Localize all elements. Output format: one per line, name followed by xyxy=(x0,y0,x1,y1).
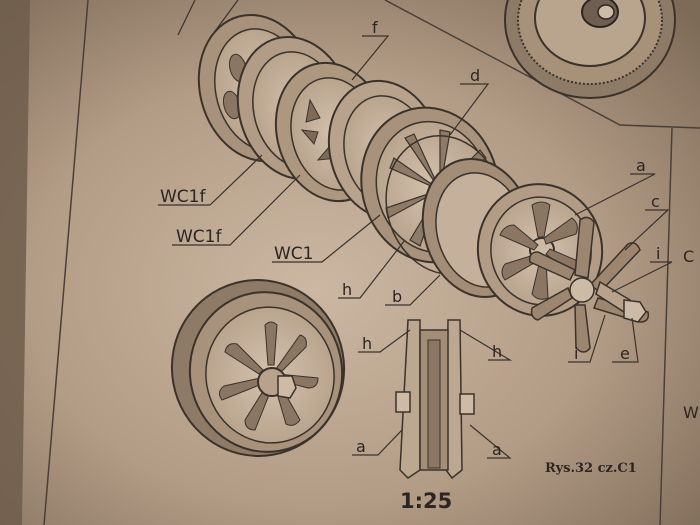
label-e: e xyxy=(620,344,630,363)
axle-e xyxy=(595,280,647,323)
label-a-top: a xyxy=(636,156,646,175)
label-a-section-right: a xyxy=(492,440,502,459)
label-h-section-left: h xyxy=(362,334,372,353)
label-w-edge: W xyxy=(683,403,699,422)
label-wc1f-2: WC1f xyxy=(176,227,222,247)
tire-illustration xyxy=(504,0,676,99)
label-i-top: i xyxy=(656,244,660,263)
label-i-bottom: i xyxy=(574,344,578,363)
label-d: d xyxy=(470,66,480,85)
label-b: b xyxy=(392,287,402,306)
label-c: c xyxy=(651,192,660,211)
exploded-wheel-assembly xyxy=(197,13,650,353)
label-h-section-right: h xyxy=(492,342,502,361)
label-h-left: h xyxy=(342,280,352,299)
label-a-section-left: a xyxy=(356,437,366,456)
label-wc1: WC1 xyxy=(274,244,314,264)
scale-label: 1:25 xyxy=(400,489,452,513)
wheel-section-view xyxy=(395,319,475,480)
label-f: f xyxy=(372,18,378,37)
leader-lines xyxy=(158,0,673,459)
label-wc1f-1: WC1f xyxy=(160,187,206,207)
paper-edge-shadow xyxy=(0,0,30,525)
figure-caption: Rys.32 cz.C1 xyxy=(545,461,637,476)
drawing-labels: f d a c i e i WC1f WC1f WC1 h b h h a a … xyxy=(160,18,699,513)
assembled-wheel xyxy=(170,279,346,457)
drawing-frame xyxy=(43,0,700,525)
label-c1-edge: C xyxy=(683,247,694,266)
